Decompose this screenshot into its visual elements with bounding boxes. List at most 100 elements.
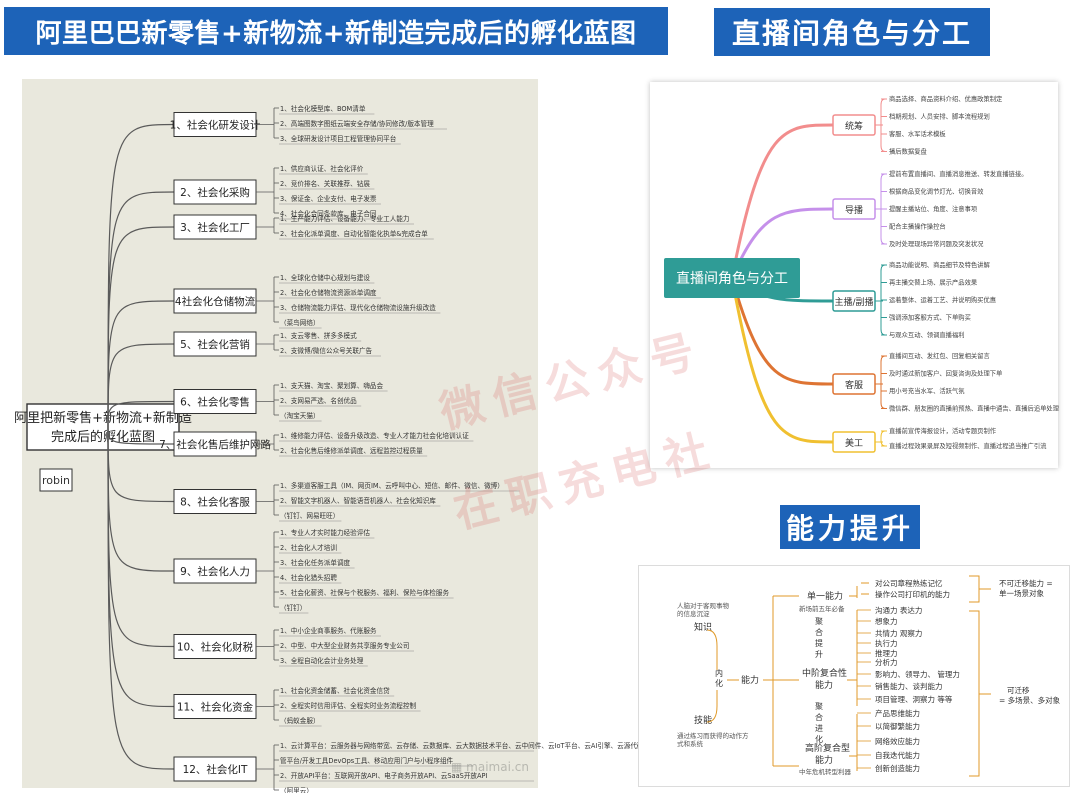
level-2-item: 项目管理、洞察力 等等 bbox=[875, 694, 953, 704]
livestream-roles-panel: 统筹商品选择、商品资料介绍、优惠政策制定档期规划、人员安排、脚本流程规划客服、水… bbox=[650, 82, 1060, 468]
level-3-item: 网络效应能力 bbox=[875, 736, 920, 746]
branch-item: 5、社会化薪资、社保与个税服务、福利、保险与体检服务 bbox=[280, 588, 449, 597]
level-1-ticks bbox=[861, 582, 869, 595]
branch-item: 1、支天猫、淘宝、聚划算、嗨品会 bbox=[280, 381, 384, 390]
knowledge-note-line-1: 人脑对于客观事物 bbox=[677, 601, 730, 610]
level-1-item: 对公司章程熟练记忆 bbox=[875, 578, 943, 588]
item-connector bbox=[256, 532, 275, 607]
branch-label: 8、社会化客服 bbox=[180, 496, 250, 509]
branch-box bbox=[173, 489, 257, 514]
level-3-bracket bbox=[849, 714, 858, 771]
branch-item: （钉钉） bbox=[280, 603, 306, 612]
branch-item: 1、中小企业商事服务、代账服务 bbox=[280, 626, 377, 635]
branch-item: 1、全球化仓储中心规划与建设 bbox=[280, 273, 370, 282]
level-3-item: 创新创造能力 bbox=[875, 763, 920, 773]
role-item: 强调添加客服方式、下单购买 bbox=[889, 313, 971, 322]
item-connector bbox=[256, 630, 275, 660]
evolve-label-char: 聚 bbox=[815, 702, 823, 711]
role-item: 播后数据复盘 bbox=[889, 147, 927, 156]
role-item: 客服、水军话术模板 bbox=[889, 129, 946, 138]
branch-item: 4、社会化合同条款库、电子合同 bbox=[280, 209, 377, 218]
branch-item: 3、全程自动化会计业务处理 bbox=[280, 656, 364, 665]
skill-label: 技能 bbox=[694, 714, 712, 726]
role-bracket bbox=[880, 98, 886, 152]
non-transferable-line-2: 单一场景对象 bbox=[999, 588, 1044, 598]
branch-item: 2、社会化售后维修派单调度、远程监控过程质量 bbox=[280, 446, 423, 455]
branch-item: 2、开放API平台：互联网开放API、电子商务开放API、云SaaS开放API bbox=[280, 771, 487, 780]
role-label: 主播/副播 bbox=[834, 296, 873, 308]
level-2-item: 执行力 bbox=[875, 638, 898, 648]
level-3-item: 以简御繁能力 bbox=[875, 721, 920, 731]
branch-item: 2、智能文字机器人、智能语音机器人、社会化知识库 bbox=[280, 496, 436, 505]
item-connector bbox=[256, 690, 275, 720]
branch-item: 3、社会化任务派单调度 bbox=[280, 558, 351, 567]
banner-left-title: 阿里巴巴新零售+新物流+新制造完成后的孵化蓝图 bbox=[4, 7, 668, 55]
role-item: 及时处理现场异常问题及突发状况 bbox=[889, 239, 984, 248]
skill-note-line-1: 通过练习而获得的动作方 bbox=[677, 731, 749, 740]
branch-item: 1、供应商认证、社会化评价 bbox=[280, 164, 364, 173]
role-item: 提醒主播站位、角度、注意事项 bbox=[889, 204, 978, 213]
role-item: 档期规划、人员安排、脚本流程规划 bbox=[889, 112, 990, 121]
level-1-name: 单一能力 bbox=[807, 590, 843, 602]
non-transferable-line-1: 不可迁移能力 = bbox=[999, 578, 1053, 588]
branch-item: 4、社会化猎头招聘 bbox=[280, 573, 337, 582]
item-connector bbox=[256, 335, 275, 350]
branch-item: 2、社会化人才培训 bbox=[280, 543, 337, 552]
branch-label: 3、社会化工厂 bbox=[180, 221, 250, 234]
role-connector bbox=[730, 277, 834, 444]
item-connector bbox=[256, 485, 275, 515]
role-item: 商品功能说明、商品细节及特色讲解 bbox=[889, 260, 990, 269]
branch-connector bbox=[107, 226, 175, 428]
branch-box bbox=[173, 214, 257, 240]
item-connector bbox=[256, 385, 275, 415]
branch-item: （钉钉、网易旺旺） bbox=[280, 511, 339, 520]
branch-item: 1、支云零售、拼多多模式 bbox=[280, 331, 357, 340]
level-2-item: 沟通力 表达力 bbox=[875, 605, 922, 615]
level-2-name-line-2: 能力 bbox=[815, 679, 833, 691]
branch-item: 2、竞价排名、关联推荐、钻展 bbox=[280, 179, 370, 188]
level-3-name-line-1: 高阶复合型 bbox=[805, 742, 850, 754]
internalize-char-2: 化 bbox=[715, 678, 723, 688]
branch-label: 1、社会化研发设计 bbox=[170, 119, 261, 132]
role-item: 直播前宣传海报设计，活动专题页制作 bbox=[889, 426, 997, 435]
level-1-bracket bbox=[849, 586, 858, 598]
branch-connector bbox=[107, 426, 175, 770]
ability-panel: 人脑对于客观事物的信息沉淀知识技能通过练习而获得的动作方式和系统内化能力单一能力… bbox=[638, 565, 1070, 787]
levels-bracket bbox=[763, 595, 799, 767]
branch-item: 1、专业人才实时能力经验评估 bbox=[280, 528, 370, 537]
branch-label: 9、社会化人力 bbox=[180, 565, 250, 578]
branch-item: 1、社会化模型库、BOM清单 bbox=[280, 104, 366, 113]
branch-box bbox=[173, 431, 257, 457]
level-2-item: 想象力 bbox=[875, 616, 898, 626]
role-item: 商品选择、商品资料介绍、优惠政策制定 bbox=[889, 94, 1003, 103]
level-2-item: 影响力、领导力、 管理力 bbox=[875, 669, 960, 679]
item-connector bbox=[256, 218, 275, 233]
level-1-note: 新场前五年必备 bbox=[799, 604, 845, 613]
skill-note-line-2: 式和系统 bbox=[677, 739, 704, 748]
branch-connector bbox=[107, 123, 175, 428]
role-item: 配合主播操作操控台 bbox=[889, 222, 946, 231]
branch-item: 1、社会化资金储蓄、社会化资金信贷 bbox=[280, 686, 390, 695]
branch-item: 1、维修能力评估、设备升级改造、专业人才能力社会化培训认证 bbox=[280, 431, 469, 440]
branch-label: 5、社会化营销 bbox=[180, 338, 250, 351]
role-item: 根据商品变化调节灯光、切换音效 bbox=[889, 187, 984, 196]
branch-item: 3、全球研发设计项目工程管理协同平台 bbox=[280, 134, 397, 143]
role-label: 客服 bbox=[845, 379, 863, 391]
branch-box bbox=[173, 389, 257, 414]
branch-item: （阿里云） bbox=[280, 786, 313, 793]
roles-root-label: 直播间角色与分工 bbox=[676, 270, 788, 287]
transferable-line-2: = 多场景、多对象 bbox=[999, 695, 1061, 705]
branch-box bbox=[173, 634, 257, 659]
branch-item: 1、云计算平台：云服务器与网络带宽、云存储、云数据库、云大数据技术平台、云中间件… bbox=[280, 741, 651, 750]
level-2-item: 分析力 bbox=[875, 657, 898, 667]
level-2-item: 销售能力、谈判能力 bbox=[875, 681, 943, 691]
role-item: 运着整体、运着工艺、并说明购买优惠 bbox=[889, 295, 996, 304]
branch-connector bbox=[107, 400, 175, 428]
branch-label: 12、社会化IT bbox=[183, 763, 248, 776]
role-item: 用小号充当水军、活跃气氛 bbox=[889, 386, 965, 395]
branch-item: 2、支网易严选、名创优品 bbox=[280, 396, 357, 405]
branch-item: （淘宝天猫） bbox=[280, 411, 320, 420]
branch-item: 2、高端图数字图纸云端安全存储/协同修改/版本管理 bbox=[280, 119, 434, 128]
branch-label: 6、社会化零售 bbox=[180, 396, 250, 409]
